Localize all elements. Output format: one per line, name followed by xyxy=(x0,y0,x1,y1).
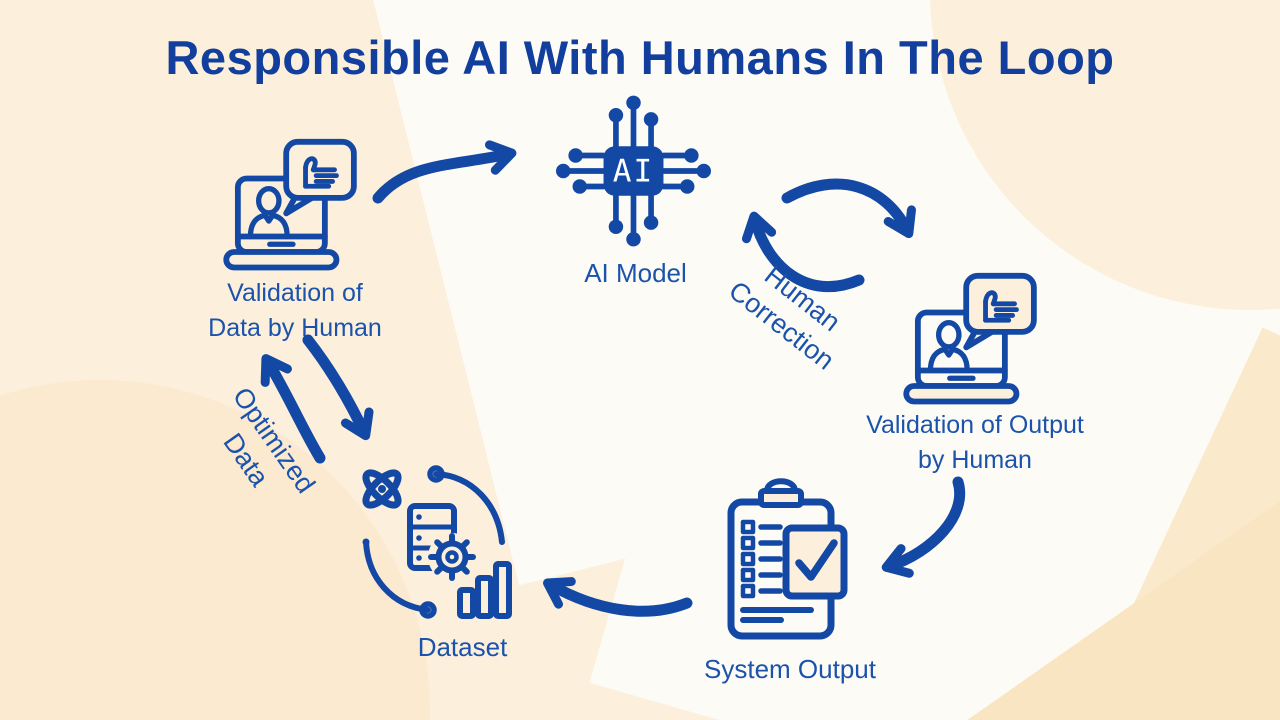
ai-chip-text: AI xyxy=(613,153,654,189)
arrow-data-to-ai-model xyxy=(372,140,517,204)
checklist-rows xyxy=(740,519,814,623)
arrow-output-to-system xyxy=(881,476,966,578)
thumbs-up-icon xyxy=(303,156,339,189)
arrow-optimized-data-cycle xyxy=(260,334,374,464)
dataset-label: Dataset xyxy=(417,632,508,662)
check-square xyxy=(782,524,848,600)
bar-chart-icon xyxy=(457,561,512,619)
thumbs-up-icon xyxy=(983,290,1019,323)
human-validation-laptop-icon xyxy=(903,272,1037,405)
atom-icon xyxy=(362,469,402,509)
clipboard-checklist-icon xyxy=(727,478,848,640)
ai-model-label: AI Model xyxy=(584,258,687,288)
checkmark-icon xyxy=(795,539,838,581)
dataset-processing-icon xyxy=(362,465,512,619)
human-validation-laptop-icon xyxy=(223,138,357,271)
arrow-human-correction-cycle xyxy=(741,178,916,293)
ai-chip-body xyxy=(603,146,664,196)
gear-icon xyxy=(428,533,476,581)
arrow-system-to-dataset xyxy=(543,577,693,617)
background-shape xyxy=(1127,327,1280,720)
validation-data-label: Validation of Data by Human xyxy=(195,276,395,346)
system-output-label: System Output xyxy=(704,654,876,684)
validation-data-label-line1: Validation of xyxy=(227,279,363,307)
validation-output-label-line2: by Human xyxy=(918,446,1032,474)
validation-data-label-line2: Data by Human xyxy=(208,314,382,342)
validation-output-label: Validation of Output by Human xyxy=(845,408,1105,478)
page-title: Responsible AI With Humans In The Loop xyxy=(165,31,1115,84)
ai-chip-icon: AI xyxy=(556,95,711,247)
validation-output-label-line1: Validation of Output xyxy=(866,411,1084,439)
